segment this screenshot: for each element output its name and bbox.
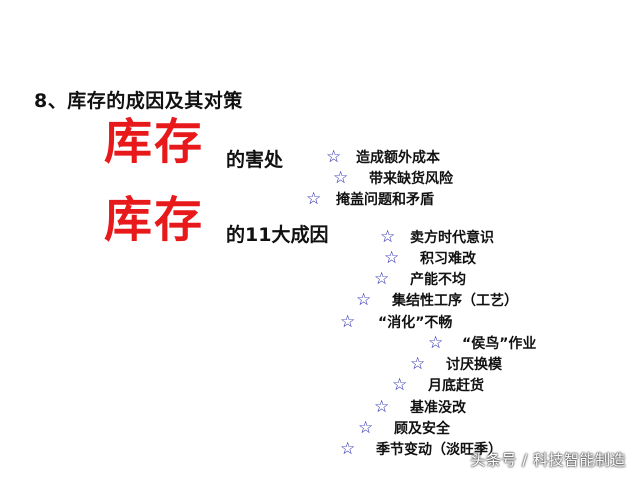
star-icon: ☆ (340, 438, 356, 459)
harm-text: 造成额外成本 (356, 150, 440, 166)
cause-item: ☆ 集结性工序（工艺） (356, 290, 518, 310)
cause-text: 顾及安全 (394, 421, 450, 437)
cause-text: 产能不均 (410, 272, 466, 288)
star-icon: ☆ (410, 353, 426, 374)
star-icon: ☆ (384, 247, 400, 268)
subtitle-causes: 的11大成因 (226, 224, 329, 246)
star-icon: ☆ (306, 188, 322, 209)
big-word-inventory-1: 库存 (104, 114, 205, 170)
cause-item: ☆ 季节变动（淡旺季） (340, 439, 502, 459)
cause-text: “侯鸟”作业 (462, 336, 537, 352)
harm-text: 带来缺货风险 (369, 171, 453, 187)
cause-text: “消化”不畅 (378, 315, 453, 331)
cause-text: 积习难改 (420, 251, 476, 267)
star-icon: ☆ (428, 332, 444, 353)
star-icon: ☆ (392, 374, 408, 395)
star-icon: ☆ (340, 311, 356, 332)
cause-text: 卖方时代意识 (410, 230, 494, 246)
cause-item: ☆ 顾及安全 (358, 418, 450, 438)
star-icon: ☆ (374, 268, 390, 289)
star-icon: ☆ (356, 289, 372, 310)
cause-text: 讨厌换模 (446, 357, 502, 373)
cause-item: ☆ “侯鸟”作业 (428, 333, 536, 353)
star-icon: ☆ (333, 167, 349, 188)
cause-item: ☆ 基准没改 (374, 397, 466, 417)
star-icon: ☆ (374, 396, 390, 417)
harm-text: 掩盖问题和矛盾 (336, 192, 434, 208)
cause-text: 集结性工序（工艺） (392, 293, 518, 309)
cause-item: ☆ 卖方时代意识 (380, 227, 494, 247)
cause-item: ☆ 积习难改 (384, 248, 476, 268)
cause-text: 月底赶货 (428, 378, 484, 394)
cause-item: ☆ “消化”不畅 (340, 312, 452, 332)
watermark: 头条号 / 科技智能制造 (470, 451, 626, 469)
cause-text: 基准没改 (410, 400, 466, 416)
cause-item: ☆ 产能不均 (374, 269, 466, 289)
subtitle-harms: 的害处 (226, 149, 284, 171)
harm-item: ☆ 掩盖问题和矛盾 (306, 189, 434, 209)
slide-heading: 8、库存的成因及其对策 (34, 90, 243, 112)
big-word-inventory-2: 库存 (104, 192, 205, 248)
harm-item: ☆ 带来缺货风险 (333, 168, 453, 188)
cause-item: ☆ 讨厌换模 (410, 354, 502, 374)
cause-item: ☆ 月底赶货 (392, 375, 484, 395)
star-icon: ☆ (358, 417, 374, 438)
star-icon: ☆ (380, 226, 396, 247)
cause-text: 季节变动（淡旺季） (376, 442, 502, 458)
star-icon: ☆ (326, 146, 342, 167)
harm-item: ☆ 造成额外成本 (326, 147, 440, 167)
